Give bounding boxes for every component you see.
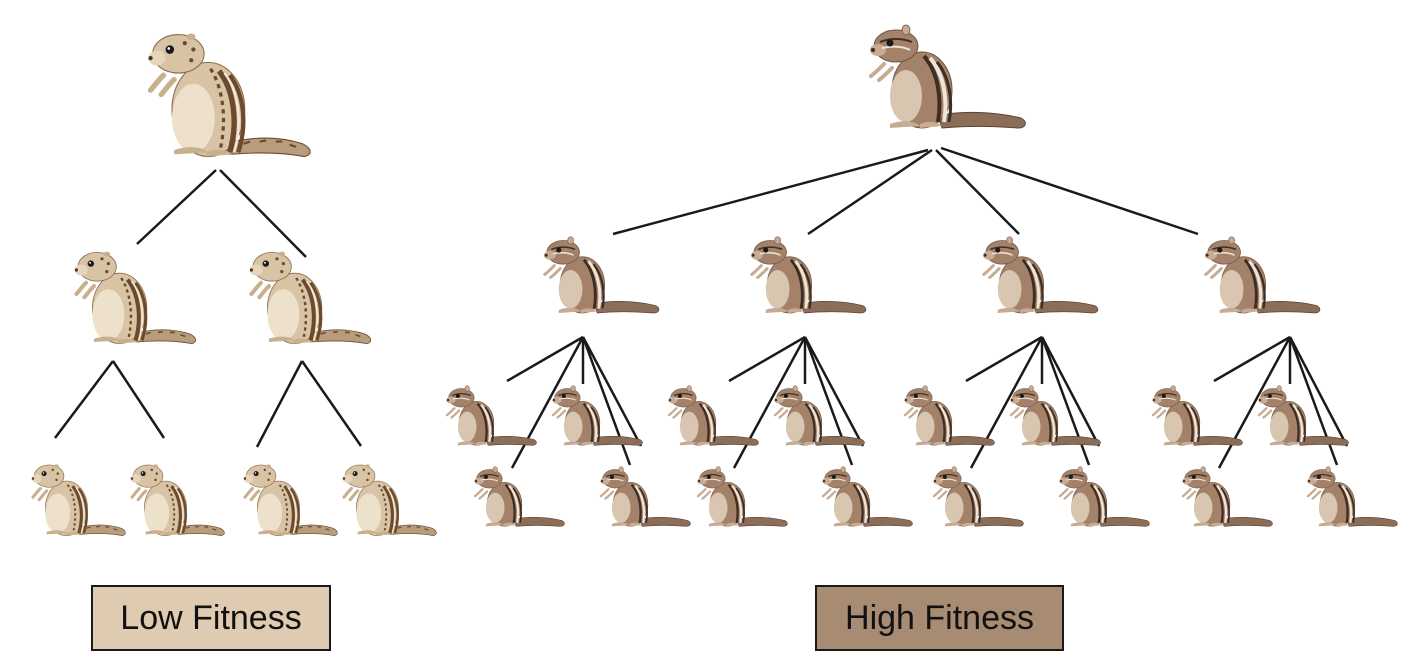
chipmunk-icon — [932, 465, 1025, 528]
chipmunk-icon — [473, 465, 566, 528]
chipmunk-icon — [1181, 465, 1274, 528]
chipmunk-icon — [1203, 235, 1322, 315]
chipmunk-icon — [542, 235, 661, 315]
connector-line — [1213, 335, 1291, 383]
chipmunk-icon — [1058, 465, 1151, 528]
chipmunk-icon — [749, 235, 868, 315]
connector-line — [255, 360, 304, 448]
chipmunk-icon — [903, 384, 996, 447]
chipmunk-icon — [667, 384, 760, 447]
low-fitness-tree — [30, 33, 438, 538]
connector-line — [54, 360, 114, 439]
chipmunk-icon — [981, 235, 1100, 315]
low-fitness-lines — [54, 169, 363, 448]
chipmunk-icon — [599, 465, 692, 528]
chipmunk-icon — [445, 384, 538, 447]
ground-squirrel-icon — [148, 33, 310, 156]
chipmunk-icon — [821, 465, 914, 528]
chipmunk-icon — [696, 465, 789, 528]
connector-line — [506, 335, 584, 383]
chipmunk-icon — [773, 384, 866, 447]
chipmunk-icon — [1257, 384, 1350, 447]
low-fitness-label: Low Fitness — [91, 585, 331, 651]
connector-line — [300, 360, 363, 447]
connector-line — [969, 336, 1044, 469]
connector-line — [136, 169, 217, 245]
ground-squirrel-icon — [129, 462, 226, 538]
connector-line — [581, 336, 643, 447]
connector-line — [965, 335, 1043, 383]
ground-squirrel-icon — [75, 252, 196, 344]
connector-line — [612, 148, 929, 236]
high-fitness-tree — [445, 23, 1399, 528]
chipmunk-icon — [1009, 384, 1102, 447]
chipmunk-icon — [1306, 465, 1399, 528]
connector-line — [111, 360, 166, 439]
chipmunk-icon — [1151, 384, 1244, 447]
connector-line — [803, 336, 865, 447]
chipmunk-icon — [551, 384, 644, 447]
chipmunk-icon — [868, 23, 1028, 130]
connector-line — [510, 336, 585, 469]
ground-squirrel-icon — [250, 252, 371, 344]
connector-line — [803, 336, 854, 466]
high-fitness-label: High Fitness — [815, 585, 1064, 651]
ground-squirrel-icon — [341, 462, 438, 538]
connector-line — [581, 336, 632, 466]
connector-line — [728, 335, 806, 383]
connector-line — [1288, 336, 1349, 447]
ground-squirrel-icon — [242, 462, 339, 538]
connector-line — [219, 169, 307, 258]
connector-line — [1040, 336, 1091, 466]
connector-line — [1288, 336, 1339, 466]
connector-line — [1217, 336, 1292, 469]
connector-line — [935, 149, 1020, 235]
ground-squirrel-icon — [30, 462, 127, 538]
connector-line — [732, 336, 807, 469]
connector-line — [940, 146, 1199, 236]
connector-line — [1040, 336, 1101, 447]
connector-line — [807, 148, 933, 236]
